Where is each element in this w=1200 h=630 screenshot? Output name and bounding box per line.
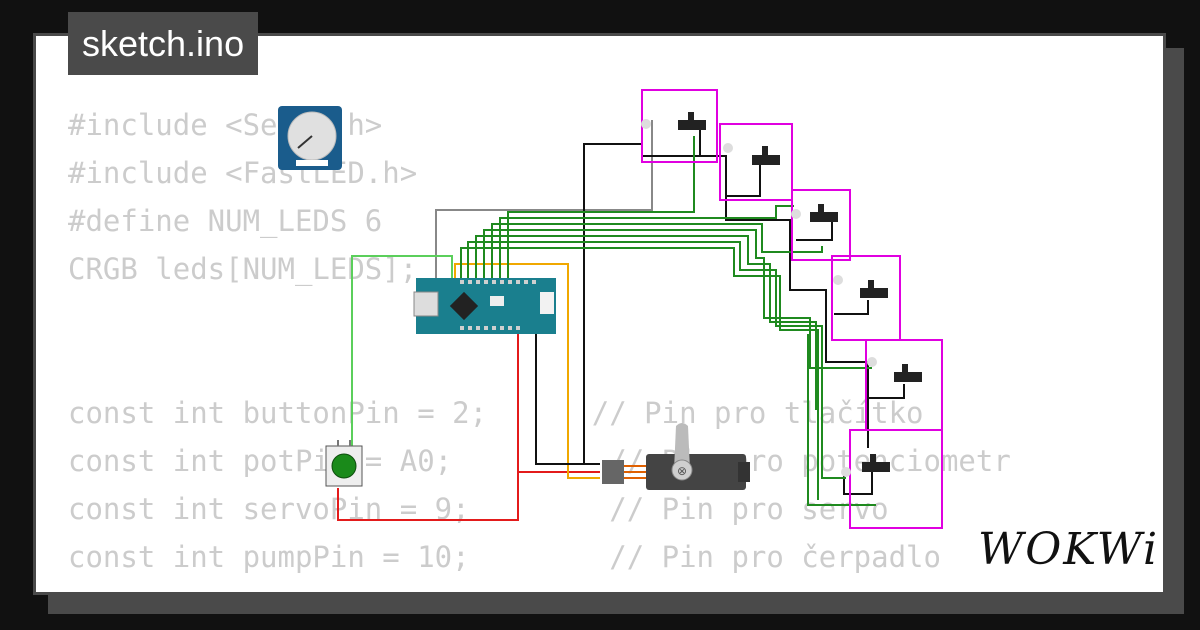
code-line: CRGB leds[NUM_LEDS]; xyxy=(68,252,418,286)
code-line: const int pumpPin = 10; // Pin pro čerpa… xyxy=(68,540,941,574)
code-line: #define NUM_LEDS 6 xyxy=(68,204,383,238)
pushbutton-icon[interactable] xyxy=(325,440,363,487)
wokwi-logo: WOKWi xyxy=(978,524,1160,575)
svg-text:⊗: ⊗ xyxy=(677,464,687,478)
arduino-nano-icon[interactable] xyxy=(413,278,556,334)
code-line: const int ledPin = 11; xyxy=(68,588,452,592)
wires xyxy=(337,89,943,529)
servo-icon[interactable]: ⊗ xyxy=(602,423,750,490)
preview-card: #include <Servo.h>#include <FastLED.h>#d… xyxy=(33,33,1166,595)
filename-tab: sketch.ino xyxy=(68,12,259,75)
slide-switch-icon[interactable] xyxy=(641,112,922,477)
potentiometer-icon[interactable] xyxy=(278,106,342,170)
code-line: const int servoPin = 9; // Pin pro servo xyxy=(68,492,889,526)
